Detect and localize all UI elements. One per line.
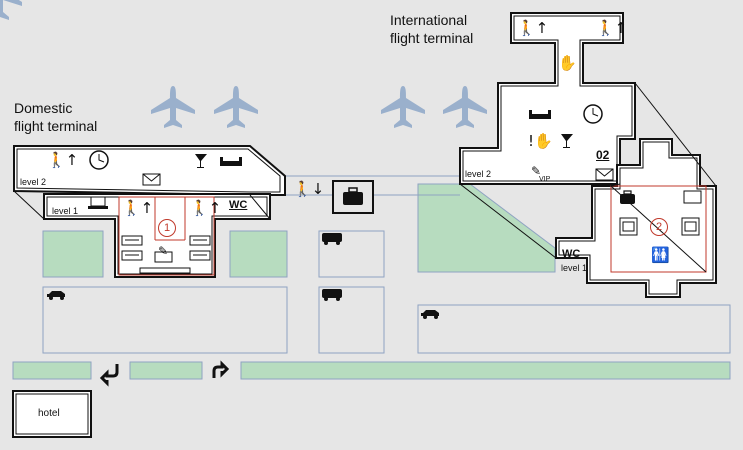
information-icon: !✋ [528,132,553,150]
bus-icon [322,289,342,298]
sofa-icon [220,157,242,166]
toilet-icon: WC [562,248,581,260]
car-icon [47,291,65,297]
checkin-desk-icon [154,251,173,263]
cocktail-icon [195,154,207,168]
escalator-icon: 🚶↑ [190,199,222,217]
hand-stop-icon: ✋ [558,54,577,72]
escalator-icon: 🚶↑ [122,199,154,217]
lawn [417,183,556,273]
mail-icon [142,173,161,186]
international-title: International flight terminal [390,11,473,47]
zone-1 [118,196,215,276]
turn-left-arrow-icon [99,364,119,387]
zone-1-marker: 1 [158,219,176,237]
green-strip [129,361,203,380]
domestic-level2-label: level 2 [20,177,47,187]
parking-area [42,286,288,354]
bus-icon [322,233,342,242]
international-title-line1: International [390,12,468,28]
hotel-building [12,390,92,438]
toilet-icon: 🚻 [651,246,670,264]
international-level1-label: level 1 [561,263,588,273]
domestic-title-line1: Domestic [14,100,73,116]
domestic-title: Domestic flight terminal [14,99,97,135]
toilet-icon: WC [229,199,248,211]
zone-2 [610,185,707,273]
car-icon [421,310,439,316]
escalator-icon: 🚶↑ [596,19,628,37]
cocktail-icon [561,134,573,148]
checkin-desk-icon: ✎ [531,164,542,178]
airplane-icon [381,86,425,128]
green-strip [240,361,731,380]
airplane-icon [214,86,258,128]
mail-icon [595,168,614,181]
parking-area [417,304,731,354]
checkin-desk-icon: ✎ [158,244,169,258]
international-title-line2: flight terminal [390,30,474,46]
gate-label: 02 [596,148,610,162]
laptop-icon [90,196,106,207]
lawn [42,230,104,278]
hotel-label: hotel [38,408,60,419]
suitcase-icon [620,194,635,204]
airplane-icon [0,0,22,20]
turn-right-arrow-icon [212,360,230,378]
zone-2-marker: 2 [650,218,668,236]
escalator-icon: 🚶↑ [47,151,79,169]
escalator-icon: 🚶↓ [293,180,325,198]
international-level2 [459,12,636,185]
domestic-title-line2: flight terminal [14,118,98,134]
international-level2-label: level 2 [465,169,492,179]
checkin-desk-icon [683,190,702,204]
vip-label: VIP [539,176,551,183]
airplane-icon [151,86,195,128]
sofa-icon [529,110,551,119]
escalator-icon: 🚶↑ [517,19,549,37]
lawn [229,230,288,278]
green-strip [12,361,92,380]
suitcase-icon [343,192,363,205]
airplane-icon [443,86,487,128]
domestic-level1-label: level 1 [52,206,79,216]
